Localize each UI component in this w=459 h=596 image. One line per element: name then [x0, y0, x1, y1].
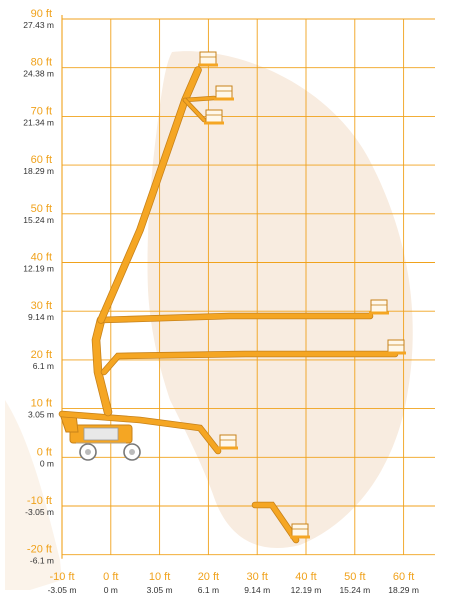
platform-basket-rail [215, 85, 233, 100]
platform-low [218, 434, 238, 450]
y-tick-label-m: 24.38 m [23, 69, 54, 79]
x-tick-label-m: 6.1 m [198, 585, 219, 595]
y-tick-label-ft: 40 ft [31, 252, 52, 264]
platform-max [198, 51, 218, 67]
x-tick-label-m: 0 m [104, 585, 118, 595]
boom-20ft [101, 351, 398, 375]
jib-lower [183, 98, 206, 122]
x-tick-label-ft: 20 ft [198, 571, 219, 583]
jib-mid [183, 96, 216, 102]
y-tick-label-ft: 10 ft [31, 398, 52, 410]
lift-diagram [58, 51, 406, 544]
x-tick-label-ft: 30 ft [246, 571, 267, 583]
y-tick-label-m: 12.19 m [23, 264, 54, 274]
reach-envelope-lower-left [5, 400, 62, 590]
x-tick-label-ft: -10 ft [49, 571, 74, 583]
y-tick-label-m: 0 m [40, 458, 54, 468]
x-tick-label-m: 12.19 m [291, 585, 322, 595]
reach-envelope-shape [147, 51, 413, 548]
y-tick-label-ft: -10 ft [27, 495, 52, 507]
rear-wheel-hub [85, 449, 91, 455]
x-tick-label-ft: 0 ft [103, 571, 118, 583]
riser-boom [92, 316, 112, 416]
platform-below-grade [290, 523, 310, 539]
y-tick-label-ft: 60 ft [31, 154, 52, 166]
x-tick-label-ft: 10 ft [149, 571, 170, 583]
x-tick-label-m: 9.14 m [244, 585, 270, 595]
y-tick-label-ft: 90 ft [31, 8, 52, 20]
x-tick-label-ft: 40 ft [295, 571, 316, 583]
x-tick-label-m: -3.05 m [48, 585, 77, 595]
y-tick-label-m: 18.29 m [23, 166, 54, 176]
grid [61, 15, 435, 559]
platform-20ft [386, 339, 406, 355]
platform-basket-rail [291, 523, 309, 538]
y-tick-label-m: -3.05 m [25, 507, 54, 517]
platform-30ft [369, 299, 389, 315]
boom-low [59, 411, 221, 454]
y-tick-label-m: 15.24 m [23, 215, 54, 225]
lift-engine-cover [83, 427, 119, 441]
platform-mid [214, 85, 234, 101]
x-tick-label-ft: 50 ft [344, 571, 365, 583]
boom-30ft [98, 313, 373, 323]
platform-basket-rail [370, 299, 388, 314]
platform-basket-rail [205, 109, 223, 124]
y-tick-label-ft: 30 ft [31, 300, 52, 312]
platform-basket-rail [387, 339, 405, 354]
y-tick-label-ft: 20 ft [31, 349, 52, 361]
y-tick-label-ft: 70 ft [31, 105, 52, 117]
reach-envelope [5, 51, 413, 590]
x-tick-label-m: 15.24 m [339, 585, 370, 595]
x-tick-label-m: 18.29 m [388, 585, 419, 595]
y-tick-label-m: -6.1 m [30, 556, 54, 566]
y-tick-label-ft: 0 ft [37, 446, 52, 458]
x-axis-labels: -10 ft -3.05 m 0 ft 0 m 10 ft 3.05 m 20 ft 6.1 … [48, 571, 419, 595]
y-tick-label-m: 3.05 m [28, 410, 54, 420]
y-tick-label-m: 21.34 m [23, 117, 54, 127]
y-tick-label-ft: 80 ft [31, 57, 52, 69]
boom-below-grade [252, 502, 299, 543]
y-tick-label-m: 6.1 m [33, 361, 54, 371]
y-tick-label-ft: -20 ft [27, 544, 52, 556]
x-tick-label-ft: 60 ft [393, 571, 414, 583]
y-tick-label-ft: 50 ft [31, 203, 52, 215]
platform-lower [204, 109, 224, 125]
platform-basket-rail [199, 51, 217, 66]
front-wheel-hub [129, 449, 135, 455]
x-tick-label-m: 3.05 m [147, 585, 173, 595]
boom-upper [98, 67, 201, 323]
y-tick-label-m: 9.14 m [28, 312, 54, 322]
y-tick-label-m: 27.43 m [23, 20, 54, 30]
platform-basket-rail [219, 434, 237, 449]
